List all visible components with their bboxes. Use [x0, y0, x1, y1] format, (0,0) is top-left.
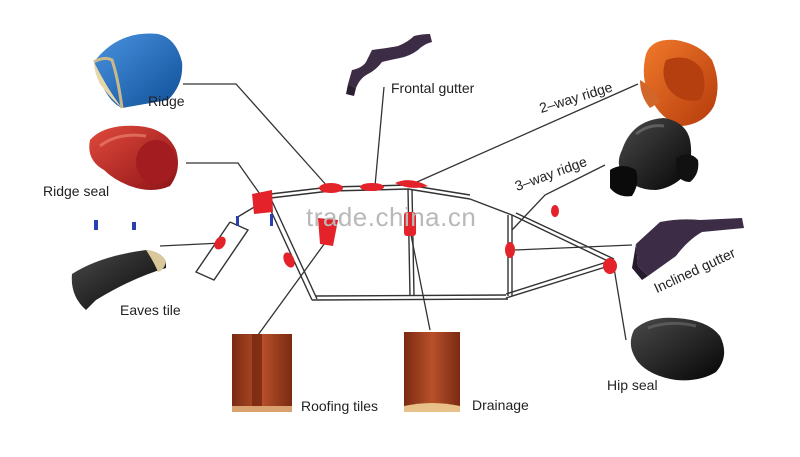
- marker-inclined-gutter: [551, 205, 559, 217]
- marker-eaves: [214, 236, 226, 250]
- label-hip-seal: Hip seal: [607, 377, 658, 393]
- label-roofing-tiles: Roofing tiles: [301, 398, 379, 414]
- label-frontal-gutter: Frontal gutter: [391, 80, 475, 96]
- two-way-ridge-tile-icon: [640, 39, 718, 126]
- edge-marks: [94, 214, 273, 230]
- marker-roofing-tiles: [318, 218, 338, 246]
- marker-dots: [214, 180, 617, 274]
- ridge-seal-tile-icon: [89, 125, 178, 190]
- marker-drainage: [404, 212, 416, 236]
- watermark-text: trade.china.cn: [306, 202, 477, 232]
- marker-hip: [283, 252, 295, 268]
- ridge-tile-icon: [93, 33, 183, 109]
- drainage-tile-icon: [404, 332, 460, 412]
- hip-seal-tile-icon: [630, 317, 725, 381]
- label-eaves-tile: Eaves tile: [120, 302, 181, 318]
- marker-ridge-seal: [252, 190, 273, 214]
- label-ridge: Ridge: [148, 93, 185, 109]
- inclined-gutter-tile-icon: [632, 218, 744, 280]
- marker-hip-seal: [603, 258, 617, 274]
- eaves-tile-icon: [71, 250, 166, 310]
- roofing-tiles-icon: [232, 334, 292, 412]
- label-ridge-seal: Ridge seal: [43, 183, 110, 199]
- leader-lines: [159, 83, 639, 341]
- marker-ridge: [319, 183, 343, 193]
- marker-three-way-ridge: [505, 242, 515, 258]
- marker-two-way-ridge: [395, 180, 428, 188]
- three-way-ridge-tile-icon: [610, 118, 699, 197]
- label-drainage: Drainage: [472, 397, 529, 413]
- marker-frontal-gutter: [360, 183, 384, 191]
- frontal-gutter-tile-icon: [346, 34, 432, 96]
